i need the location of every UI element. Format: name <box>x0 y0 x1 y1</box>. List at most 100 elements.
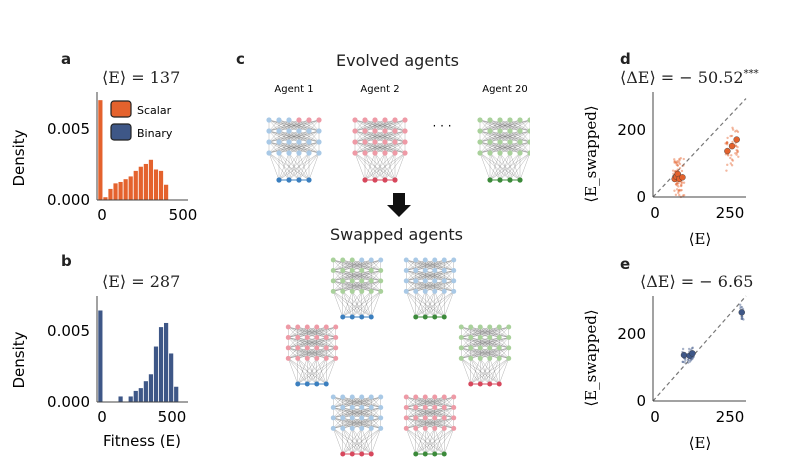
histogram-bar <box>174 386 179 402</box>
histogram-b-xtick-0: 0 <box>97 408 107 426</box>
sample-point <box>674 183 678 186</box>
panel-b-title: ⟨E⟩ = 287 <box>102 272 181 291</box>
sample-point <box>689 359 693 362</box>
sample-point <box>673 158 676 161</box>
histogram-b-xtick-1: 500 <box>158 408 187 426</box>
histogram-bar <box>143 163 148 200</box>
sample-point <box>737 155 740 158</box>
histogram-b-xlabel: Fitness (E) <box>103 432 181 450</box>
identity-line <box>652 295 747 402</box>
mean-point <box>679 174 686 181</box>
sample-point <box>675 183 678 186</box>
sample-point <box>677 189 681 192</box>
sample-point <box>726 141 729 144</box>
histogram-a-xtick-0: 0 <box>97 206 107 224</box>
histogram-bar <box>103 197 108 200</box>
histogram-bar <box>128 176 133 200</box>
sample-point <box>678 162 682 166</box>
histogram-b-ylabel: Density <box>10 331 28 388</box>
histogram-bar <box>169 353 174 402</box>
histogram-bar <box>153 346 159 402</box>
sample-point <box>676 184 679 187</box>
agent-2-label: Agent 2 <box>360 84 399 95</box>
sample-point <box>730 158 734 161</box>
sample-point <box>677 185 680 188</box>
scatter-d-xtick-250: 250 <box>716 204 745 222</box>
sample-point <box>671 169 675 172</box>
mean-point <box>724 147 731 155</box>
sample-point <box>731 159 735 162</box>
sample-point <box>676 182 679 185</box>
histogram-bar <box>133 390 138 402</box>
sample-point <box>674 193 678 197</box>
agent-network <box>477 117 530 183</box>
agent-network <box>266 117 322 183</box>
histogram-b: 0.005 0.000 0 500 Density Fitness (E) <box>10 296 188 450</box>
scatter-d-ytick-200: 200 <box>617 121 646 139</box>
sample-point <box>684 359 687 362</box>
sample-point <box>736 150 740 153</box>
panel-label-c: c <box>236 50 245 68</box>
sample-point <box>726 141 729 145</box>
histogram-bar <box>148 374 154 402</box>
mean-point <box>689 350 696 357</box>
sample-point <box>675 163 678 166</box>
panel-label-b: b <box>61 252 72 270</box>
histogram-bar <box>163 322 169 402</box>
histogram-a-ytick-0: 0.005 <box>47 120 90 138</box>
scatter-d: 200 0 0 250 ⟨E⟩ ⟨E_swapped⟩ <box>582 92 747 248</box>
mean-point <box>680 351 688 359</box>
scatter-e-xtick-250: 250 <box>716 408 745 426</box>
histogram-b-ytick-0: 0.005 <box>47 322 90 340</box>
panel-d-title: ⟨ΔE⟩ = − 50.52*** <box>620 68 759 87</box>
identity-line <box>652 98 747 198</box>
agent-network <box>330 257 384 320</box>
histogram-a-ylabel: Density <box>10 129 28 186</box>
sample-point <box>691 356 694 360</box>
mean-point <box>733 136 740 143</box>
sample-point <box>675 161 678 165</box>
histogram-bar <box>118 396 123 402</box>
panel-a-title: ⟨E⟩ = 137 <box>102 68 181 87</box>
sample-point <box>677 161 681 164</box>
sample-point <box>680 180 683 184</box>
sample-point <box>679 189 682 192</box>
sample-point <box>739 305 742 309</box>
histogram-b-bars <box>98 310 179 402</box>
sample-point <box>681 360 684 364</box>
sample-point <box>686 358 690 361</box>
sample-point <box>741 317 744 320</box>
sample-point <box>678 159 681 162</box>
histogram-bar <box>98 100 103 200</box>
sample-point <box>683 361 686 364</box>
scatter-d-ylabel: ⟨E_swapped⟩ <box>582 105 600 202</box>
agent-network <box>352 117 408 183</box>
sample-point <box>725 142 728 145</box>
sample-point <box>735 129 738 132</box>
sample-point <box>673 189 676 192</box>
sample-point <box>734 144 737 147</box>
agent-network <box>458 324 512 387</box>
sample-point <box>682 193 686 197</box>
sample-point <box>681 360 685 364</box>
histogram-bar <box>133 170 138 200</box>
histogram-a-bars <box>98 100 169 200</box>
histogram-bar <box>113 183 118 200</box>
scatter-d-xtick-0: 0 <box>650 204 660 222</box>
scatter-e-ytick-200: 200 <box>617 325 646 343</box>
histogram-bar <box>123 179 128 200</box>
histogram-bar <box>148 159 154 200</box>
sample-point <box>691 347 694 350</box>
agent-networks-diagram: Agent 1 Agent 2 Agent 20 · · · <box>266 84 530 457</box>
sample-point <box>734 130 737 133</box>
sample-point <box>735 151 739 154</box>
sample-point <box>736 149 739 152</box>
sample-point <box>688 360 692 363</box>
sample-point <box>734 144 738 148</box>
network-group <box>266 117 530 457</box>
sample-point <box>729 162 733 165</box>
legend-binary-swatch <box>110 123 132 141</box>
scatter-d-ytick-0: 0 <box>636 188 646 206</box>
sample-point <box>678 157 681 161</box>
scatter-d-xlabel: ⟨E⟩ <box>689 230 712 248</box>
